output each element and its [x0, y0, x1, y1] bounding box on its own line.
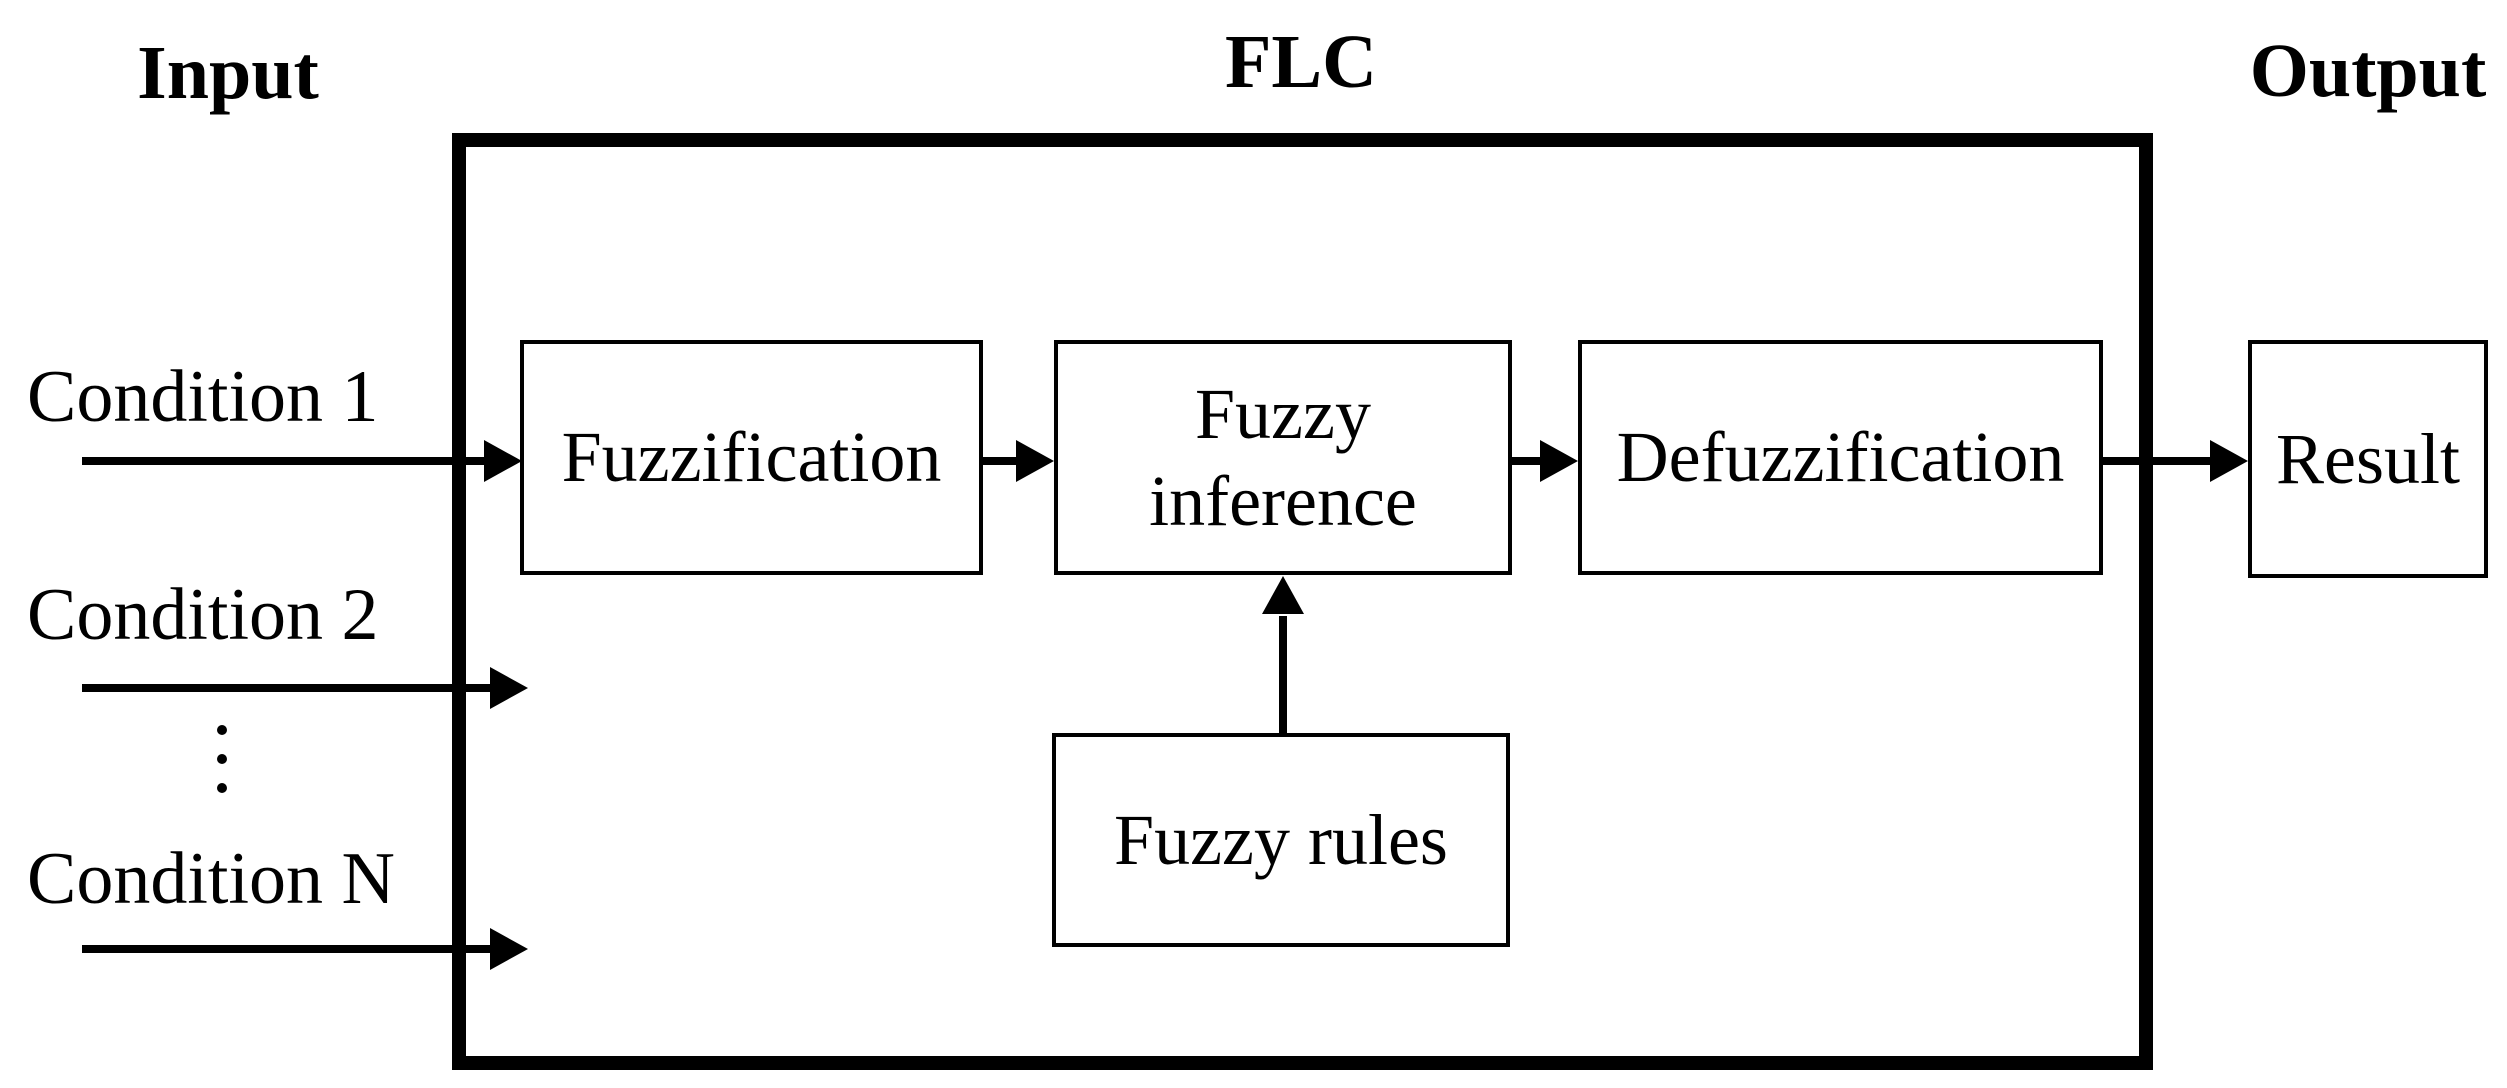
fuzzification-box: Fuzzification — [520, 340, 983, 575]
condition-1-label: Condition 1 — [27, 356, 379, 438]
fuzzy-inference-label: Fuzzy inference — [1149, 374, 1417, 541]
condition-2-label: Condition 2 — [27, 574, 379, 656]
fuzzy-rules-label: Fuzzy rules — [1114, 799, 1448, 880]
flc-container-box — [452, 133, 2153, 1070]
result-label: Result — [2275, 418, 2460, 499]
defuzzification-label: Defuzzification — [1616, 417, 2065, 498]
input-section-label: Input — [137, 31, 319, 115]
fuzzification-label: Fuzzification — [561, 417, 942, 498]
ellipsis-dot — [217, 725, 227, 735]
defuzzification-box: Defuzzification — [1578, 340, 2103, 575]
condition-n-label: Condition N — [27, 838, 395, 920]
fuzzy-rules-box: Fuzzy rules — [1052, 733, 1510, 947]
output-section-label: Output — [2249, 29, 2487, 113]
flc-section-label: FLC — [1225, 20, 1377, 104]
result-box: Result — [2248, 340, 2488, 578]
fuzzy-inference-box: Fuzzy inference — [1054, 340, 1512, 575]
vertical-ellipsis-icon — [217, 725, 227, 793]
ellipsis-dot — [217, 754, 227, 764]
ellipsis-dot — [217, 783, 227, 793]
